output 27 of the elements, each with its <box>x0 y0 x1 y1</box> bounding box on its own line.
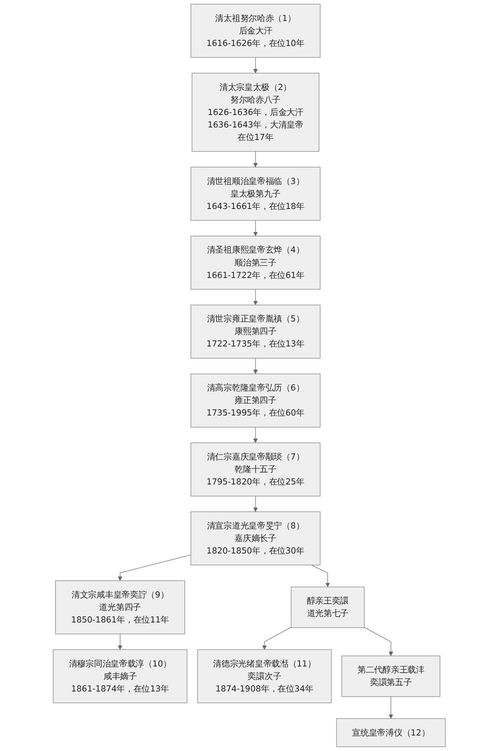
node-box: 清宣宗道光皇帝旻宁（8） 嘉庆嫡长子 1820-1850年，在位30年 <box>190 512 321 566</box>
arrow <box>311 564 330 588</box>
arrow <box>118 554 192 581</box>
node-box: 清世宗雍正皇帝胤禛（5） 康熙第四子 1722-1735年，在位13年 <box>190 304 321 358</box>
node-box: 清文宗咸丰皇帝奕詝（9） 道光第四子 1850-1861年，在位11年 <box>55 580 186 634</box>
arrow <box>253 151 258 168</box>
node-box: 清高宗乾隆皇帝弘历（6） 雍正第四子 1735-1995年，在位60年 <box>190 374 321 428</box>
arrow <box>364 627 394 656</box>
node-box: 清世祖顺治皇帝福临（3） 皇太极第九子 1643-1661年，在位18年 <box>190 166 321 221</box>
arrow <box>253 289 258 306</box>
arrow <box>253 358 258 374</box>
node-box: 清太祖努尔哈赤（1） 后金大汗 1616-1626年，在位10年 <box>190 4 321 58</box>
node-box: 醇亲王奕譞 道光第七子 <box>291 586 365 628</box>
arrow <box>253 426 258 444</box>
node-box: 清穆宗同治皇帝载淳（10） 咸丰嫡子 1861-1874年，在位13年 <box>53 649 188 704</box>
node-box: 第二代醇亲王载沣 奕譞第五子 <box>342 656 440 697</box>
node-box: 清太宗皇太极（2） 努尔哈赤八子 1626-1636年，后金大汗 1636-1643年，大清皇帝 在位17年 <box>192 72 320 152</box>
arrow <box>253 496 258 512</box>
node-box: 清德宗光绪皇帝载湉（11） 奕譞次子 1874-1908年，在位34年 <box>197 649 332 704</box>
arrow <box>388 696 394 719</box>
node-box: 清仁宗嘉庆皇帝颙琰（7） 乾隆十五子 1795-1820年，在位25年 <box>190 442 321 496</box>
arrow <box>253 57 258 74</box>
arrow <box>118 634 123 650</box>
arrow <box>262 627 292 650</box>
node-box: 宣统皇帝溥仪（12） <box>336 718 446 748</box>
arrow <box>253 220 258 236</box>
node-box: 清圣祖康熙皇帝玄烨（4） 顺治第三子 1661-1722年，在位61年 <box>190 236 321 290</box>
